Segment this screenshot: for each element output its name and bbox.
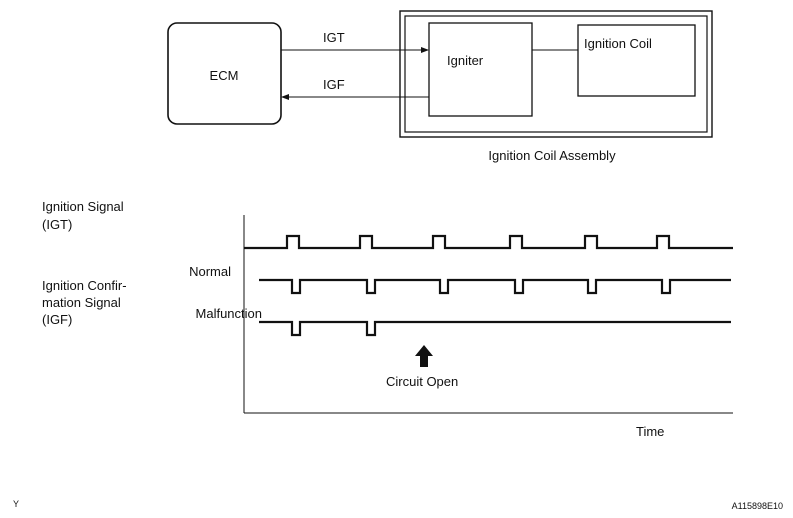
igt-label: IGT <box>323 30 345 45</box>
igf-malfunction-waveform <box>259 320 731 337</box>
ecm-label: ECM <box>210 68 239 83</box>
circuit-open-arrow-icon <box>415 345 433 367</box>
igf-signal-label-line2: mation Signal <box>42 295 121 310</box>
igniter-box <box>428 22 533 117</box>
ignition-coil-assembly-label: Ignition Coil Assembly <box>488 148 616 163</box>
igniter-label: Igniter <box>447 53 484 68</box>
igf-label: IGF <box>323 77 345 92</box>
igf-signal-label-line1: Ignition Confir- <box>42 278 127 293</box>
footer-right-code: A115898E10 <box>732 501 783 511</box>
timing-chart: Ignition Signal (IGT) Ignition Confir- m… <box>42 199 733 439</box>
ecm-box <box>167 22 282 125</box>
igf-normal-waveform <box>259 278 731 295</box>
ignition-coil-assembly-box <box>399 10 713 138</box>
ignition-coil-label: Ignition Coil <box>584 36 652 51</box>
ignition-coil-assembly-inner-box <box>404 15 708 133</box>
ignition-coil-box <box>577 24 696 97</box>
igf-signal-label-line3: (IGF) <box>42 312 72 327</box>
igt-signal-label-line2: (IGT) <box>42 217 72 232</box>
igt-waveform <box>244 234 733 250</box>
footer-left-code: Y <box>13 499 19 509</box>
igt-signal-label-line1: Ignition Signal <box>42 199 124 214</box>
circuit-open-label: Circuit Open <box>386 374 458 389</box>
time-axis-label: Time <box>636 424 664 439</box>
malfunction-label: Malfunction <box>196 306 262 321</box>
normal-label: Normal <box>189 264 231 279</box>
block-diagram: ECM Ignition Coil Assembly Igniter Ignit… <box>167 10 713 163</box>
